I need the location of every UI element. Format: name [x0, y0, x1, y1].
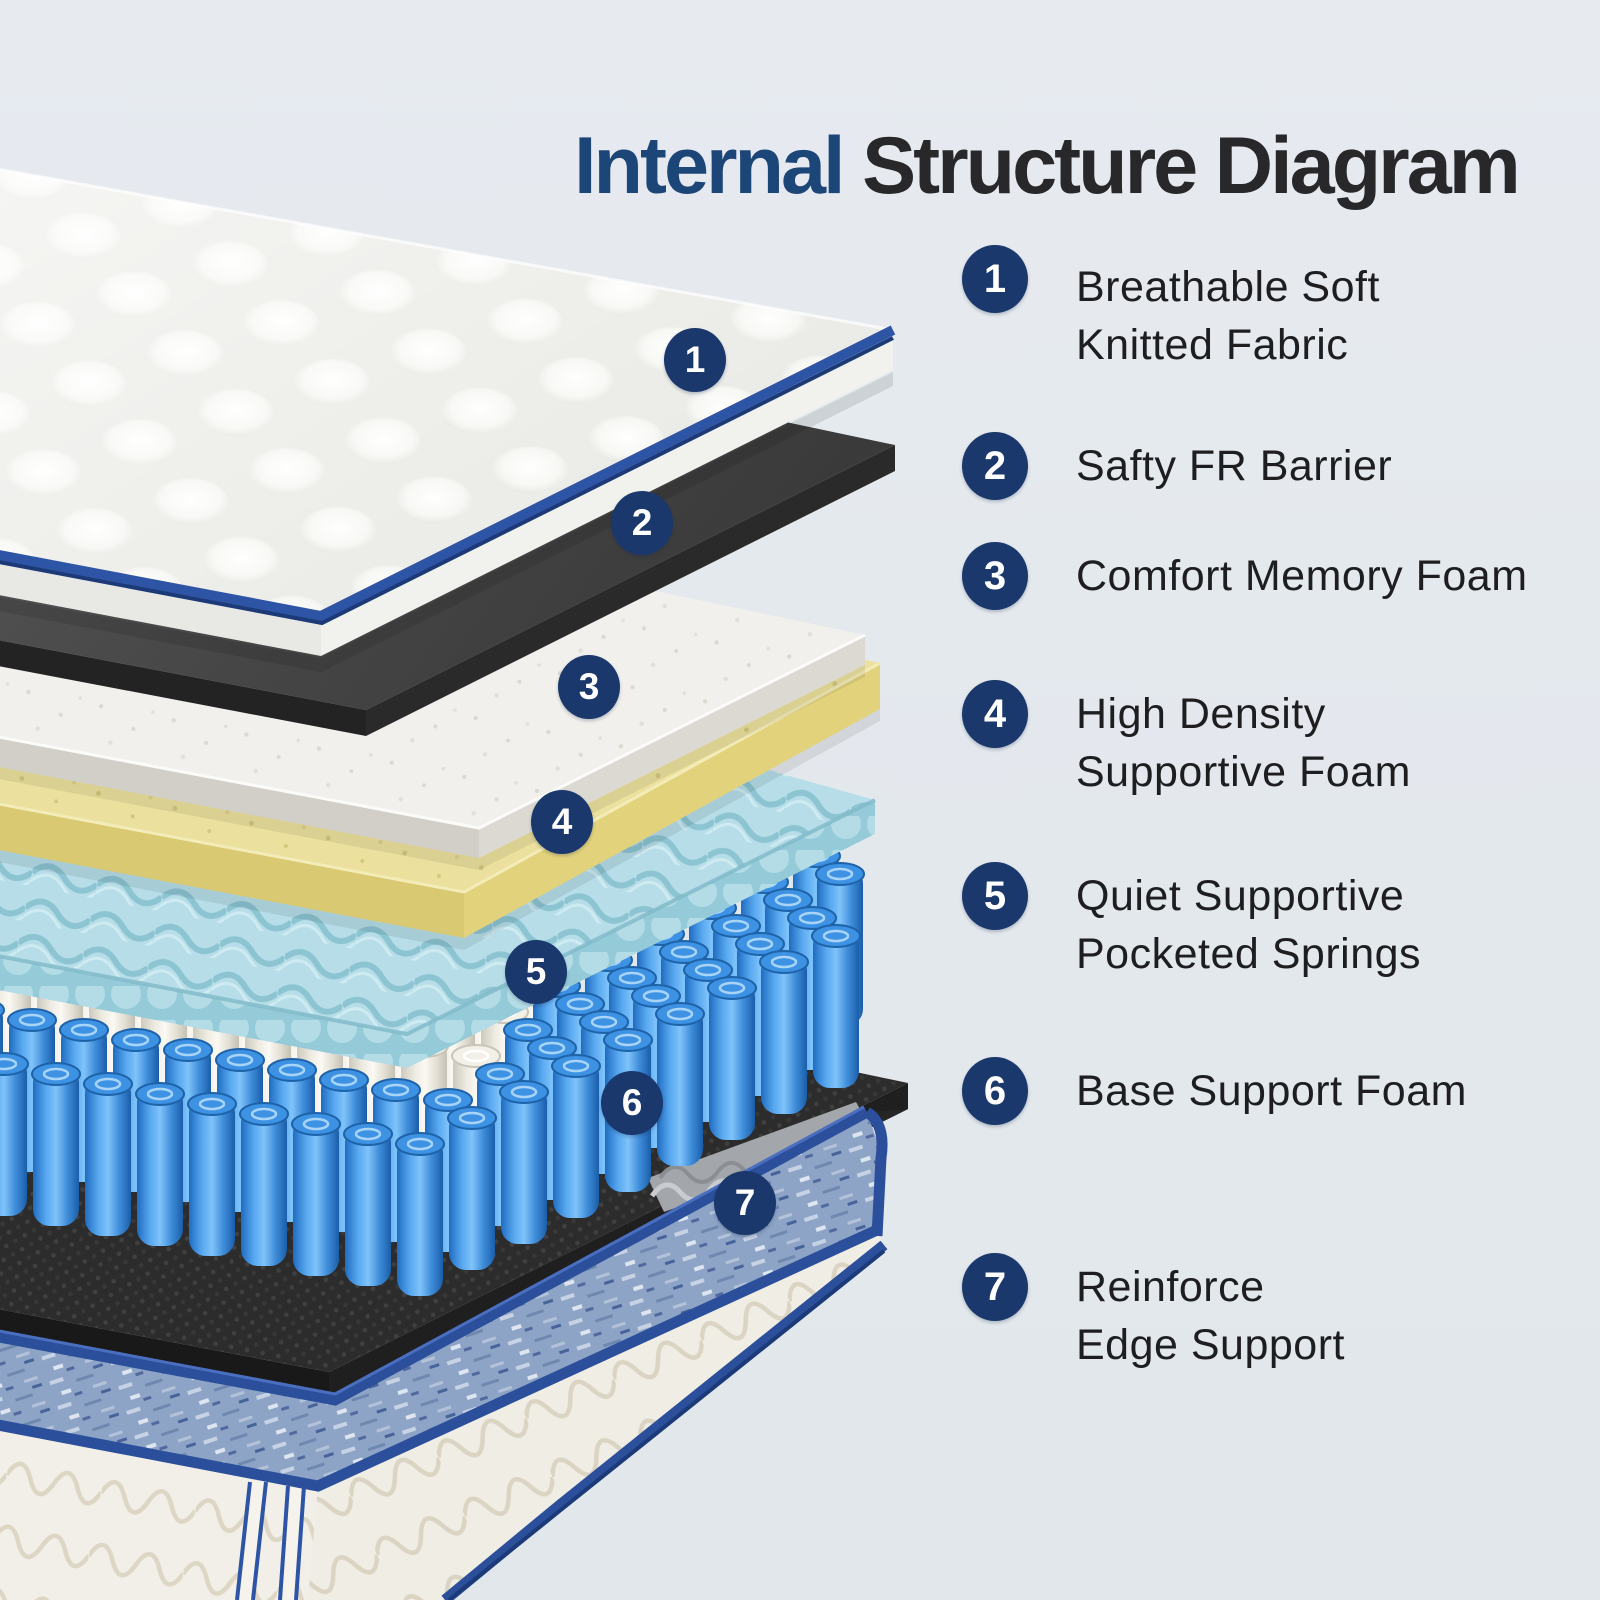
- diagram-badge-3: 3: [558, 655, 620, 719]
- page-title: Internal Structure Diagram: [574, 124, 1534, 209]
- legend-label-2: Safty FR Barrier: [1076, 437, 1596, 495]
- legend-label-4: High Density Supportive Foam: [1076, 685, 1596, 801]
- legend-label-4-line1: High Density: [1076, 690, 1326, 738]
- legend-label-6-line1: Base Support Foam: [1076, 1067, 1467, 1115]
- legend-badge-5: 5: [962, 862, 1028, 930]
- diagram-badge-7: 7: [714, 1171, 776, 1235]
- legend-label-1-line1: Breathable Soft: [1076, 263, 1380, 311]
- legend-label-7-line2: Edge Support: [1076, 1321, 1345, 1369]
- legend-label-3: Comfort Memory Foam: [1076, 547, 1596, 605]
- legend-badge-3: 3: [962, 542, 1028, 610]
- legend-label-5-line1: Quiet Supportive: [1076, 872, 1405, 920]
- layer-base-edge-support: [0, 1230, 888, 1600]
- legend-label-6: Base Support Foam: [1076, 1062, 1596, 1120]
- legend-badge-7: 7: [962, 1253, 1028, 1321]
- base-fabric-band: [0, 1105, 888, 1492]
- legend-label-3-line1: Comfort Memory Foam: [1076, 552, 1528, 600]
- legend-badge-1: 1: [962, 245, 1028, 313]
- title-highlight: Internal: [574, 121, 846, 212]
- title-rest: Structure Diagram: [842, 121, 1521, 212]
- legend-label-5-line2: Pocketed Springs: [1076, 930, 1422, 978]
- legend-badge-4: 4: [962, 680, 1028, 748]
- legend-label-4-line2: Supportive Foam: [1076, 748, 1411, 796]
- legend-label-2-line1: Safty FR Barrier: [1076, 442, 1393, 490]
- diagram-badge-2: 2: [611, 491, 673, 555]
- legend-label-1-line2: Knitted Fabric: [1076, 321, 1349, 369]
- diagram-badge-5: 5: [505, 940, 567, 1004]
- legend-badge-2: 2: [962, 432, 1028, 500]
- layer-quilted-top: [0, 168, 896, 672]
- legend-label-1: Breathable Soft Knitted Fabric: [1076, 258, 1596, 374]
- diagram-badge-4: 4: [531, 790, 593, 854]
- diagram-badge-6: 6: [601, 1071, 663, 1135]
- legend-label-5: Quiet Supportive Pocketed Springs: [1076, 867, 1596, 983]
- legend-label-7-line1: Reinforce: [1076, 1263, 1265, 1311]
- diagram-badge-1: 1: [664, 328, 726, 392]
- legend-badge-6: 6: [962, 1057, 1028, 1125]
- legend-label-7: Reinforce Edge Support: [1076, 1258, 1596, 1374]
